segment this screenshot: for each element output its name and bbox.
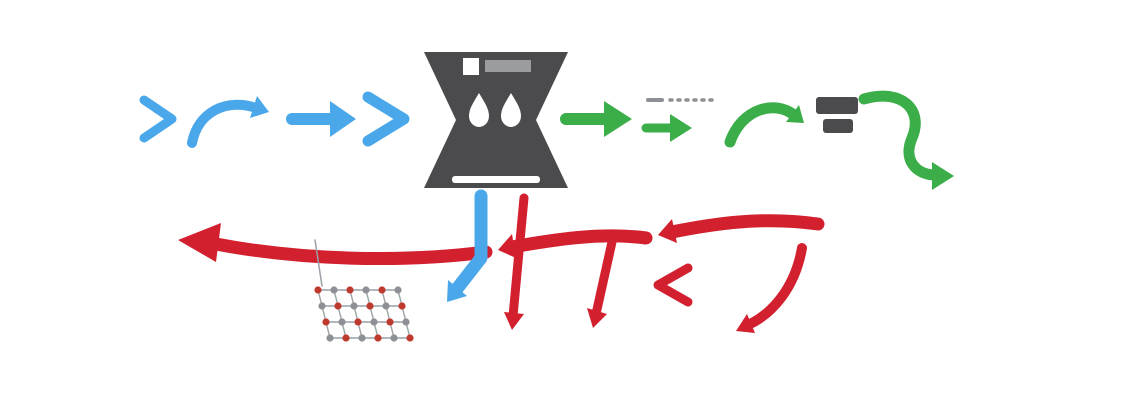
blue-down-arrow <box>447 189 488 302</box>
green-straight-arrow-1 <box>560 101 632 137</box>
furnace-top-bar <box>485 60 531 72</box>
red-return-arrow-right <box>658 214 825 243</box>
blue-straight-arrow <box>286 101 356 137</box>
furnace-top-notch <box>463 58 479 75</box>
red-return-arrow-left <box>178 223 493 266</box>
furnace-base-bar <box>452 176 540 183</box>
red-down-arrow-1 <box>504 193 529 330</box>
pellet-icon <box>816 97 858 133</box>
green-s-curve-arrow <box>858 90 954 190</box>
blue-swoosh-arrow <box>187 96 269 148</box>
blue-chevron-arrow-2 <box>362 91 410 147</box>
red-chevron-arrow <box>653 263 693 307</box>
lattice-atoms <box>314 286 414 342</box>
crystal-lattice-icon <box>314 239 414 342</box>
green-curved-arrow <box>724 102 804 148</box>
green-straight-arrow-2 <box>641 114 692 142</box>
droplet-icon-right <box>501 93 521 127</box>
red-down-arrow-2 <box>587 237 617 328</box>
red-curved-down-arrow <box>736 243 807 333</box>
red-return-arrow-middle <box>498 229 653 258</box>
furnace-icon <box>424 52 568 188</box>
lattice-bonds <box>317 289 411 339</box>
blue-chevron-arrow-1 <box>139 95 177 143</box>
droplet-icon-left <box>469 93 489 127</box>
lattice-leader-line <box>314 239 323 287</box>
